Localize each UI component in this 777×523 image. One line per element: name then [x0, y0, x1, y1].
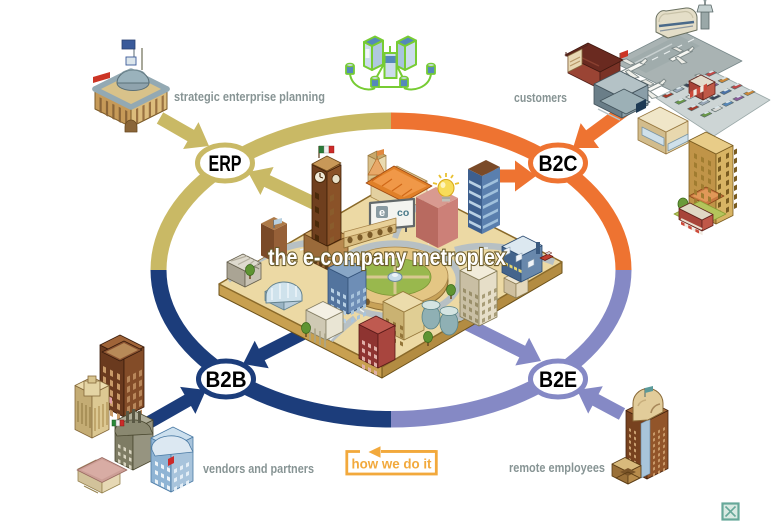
- svg-text:remote employees: remote employees: [509, 461, 605, 475]
- svg-text:B2E: B2E: [539, 367, 577, 392]
- svg-text:B2C: B2C: [539, 151, 578, 176]
- svg-text:how we do it: how we do it: [352, 456, 432, 472]
- svg-text:co: co: [397, 207, 409, 219]
- svg-text:vendors and partners: vendors and partners: [203, 462, 314, 476]
- svg-text:e: e: [379, 207, 385, 219]
- svg-text:strategic enterprise planning: strategic enterprise planning: [174, 90, 325, 104]
- svg-text:customers: customers: [514, 91, 567, 105]
- svg-text:B2B: B2B: [206, 367, 247, 392]
- svg-text:the e-company metroplex: the e-company metroplex: [268, 244, 506, 270]
- svg-text:ERP: ERP: [209, 151, 242, 176]
